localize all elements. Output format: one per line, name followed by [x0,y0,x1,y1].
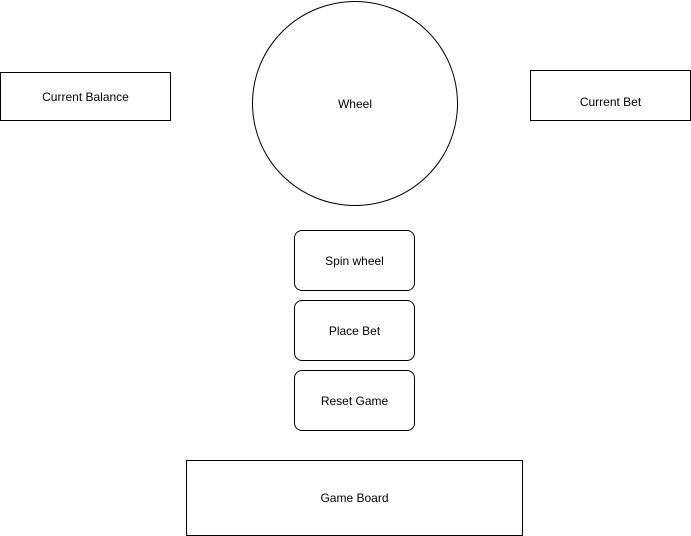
wheel-circle: Wheel [252,1,458,206]
current-bet-box: Current Bet [530,70,691,121]
reset-game-button[interactable]: Reset Game [294,370,415,431]
reset-game-label: Reset Game [320,393,389,408]
place-bet-label: Place Bet [328,323,381,338]
game-board-box: Game Board [186,460,523,536]
spin-wheel-label: Spin wheel [325,253,384,268]
current-balance-label: Current Balance [42,89,129,104]
spin-wheel-button[interactable]: Spin wheel [294,230,415,291]
place-bet-button[interactable]: Place Bet [294,300,415,361]
game-board-label: Game Board [320,491,389,505]
current-balance-box: Current Balance [0,72,171,121]
current-bet-label: Current Bet [579,94,642,109]
wheel-label: Wheel [337,96,372,111]
